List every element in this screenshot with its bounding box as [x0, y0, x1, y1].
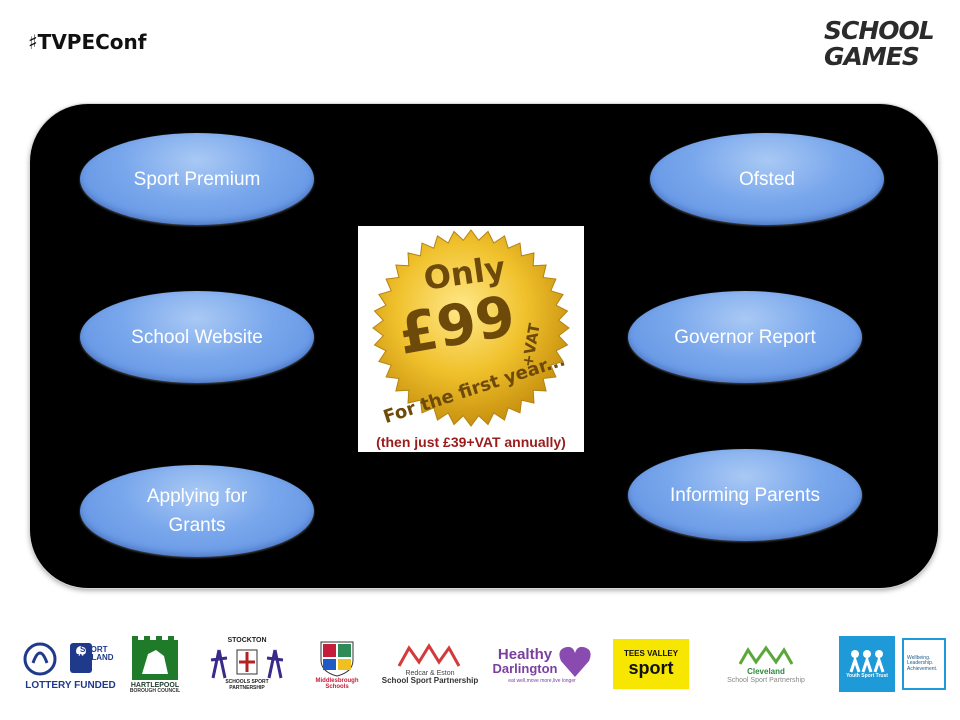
leadership-text: Leadership. — [907, 660, 934, 667]
achievement-text: Achievement. — [907, 665, 938, 672]
redcar-eston-logo: Redcar & Eston School Sport Partnership — [378, 628, 482, 700]
darlington-text: Darlington — [492, 661, 558, 677]
ofsted-label: Ofsted — [739, 168, 795, 190]
lottery-funded-text: LOTTERY FUNDED — [25, 679, 116, 691]
school-games-logo: SCHOOL GAMES — [824, 18, 946, 74]
sport-text: SPORT — [80, 645, 108, 654]
logo-line-school: SCHOOL — [824, 16, 935, 45]
tees-valley-sport-logo: TEES VALLEY sport — [612, 628, 690, 700]
schools-sport-text: SCHOOLS SPORT — [225, 679, 269, 686]
promo-annual-text: (then just £39+VAT annually) — [376, 434, 566, 450]
stockton-logo: STOCKTON SCHOOLS SPORT PARTNERSHIP — [204, 628, 290, 700]
governor-report-button[interactable]: Governor Report — [628, 291, 862, 383]
price-promo-image: Only £99 +VAT For the first year... (the… — [358, 226, 584, 452]
cleveland-figures-icon — [738, 645, 794, 665]
england-text: ENGLAND — [74, 653, 114, 663]
applying-for-grants-button[interactable]: Applying for Grants — [80, 465, 314, 557]
healthy-darlington-logo: Healthy Darlington eat well,move more,li… — [492, 628, 591, 700]
logo-line-games: GAMES — [824, 42, 920, 71]
school-website-label: School Website — [131, 326, 263, 348]
governor-report-label: Governor Report — [674, 326, 816, 348]
youth-sport-trust-logo: Youth Sport Trust — [838, 628, 896, 700]
middlesbrough-shield-icon — [320, 641, 354, 677]
hartlepool-crest-icon — [132, 635, 178, 680]
informing-parents-button[interactable]: Informing Parents — [628, 449, 862, 541]
healthy-tagline-text: eat well,move more,live longer — [508, 678, 576, 685]
cleveland-partnership-text: School Sport Partnership — [727, 676, 805, 684]
cleveland-logo: Cleveland School Sport Partnership — [710, 628, 822, 700]
gold-seal-icon: Only £99 +VAT For the first year... — [372, 229, 570, 428]
redcar-partnership-text: School Sport Partnership — [381, 676, 479, 686]
stockton-text: STOCKTON — [227, 637, 267, 645]
heart-icon — [558, 647, 591, 678]
yst-text: Youth Sport Trust — [846, 673, 888, 680]
lottery-crossed-fingers-icon — [23, 642, 92, 676]
stockton-figures-icon — [210, 649, 284, 679]
hartlepool-logo: HARTLEPOOL BOROUGH COUNCIL — [126, 628, 184, 700]
school-website-button[interactable]: School Website — [80, 291, 314, 383]
tees-valley-text: TEES VALLEY — [623, 649, 679, 659]
sport-premium-button[interactable]: Sport Premium — [80, 133, 314, 225]
middlesbrough-text: Middlesbrough — [315, 677, 359, 684]
middlesbrough-logo: Middlesbrough Schools — [308, 628, 366, 700]
borough-council-text: BOROUGH COUNCIL — [129, 688, 181, 695]
healthy-text: Healthy — [497, 645, 553, 663]
partner-logos-strip: SPORT ENGLAND LOTTERY FUNDED HARTLEPOOL … — [0, 628, 960, 708]
yst-figures-icon — [849, 650, 885, 673]
wellbeing-logo: Wellbeing. Leadership. Achievement. — [902, 628, 952, 700]
redcar-figures-icon — [397, 643, 461, 667]
redcar-eston-text: Redcar & Eston — [405, 670, 455, 678]
partnership-text: PARTNERSHIP — [229, 684, 265, 691]
sport-premium-label: Sport Premium — [133, 168, 261, 190]
applying-for-grants-label: Applying for Grants — [146, 486, 248, 536]
wellbeing-text: Wellbeing. — [907, 655, 931, 662]
lottery-sport-england-logo: SPORT ENGLAND LOTTERY FUNDED — [18, 628, 123, 700]
hashtag-title: ♯TVPEConf — [28, 30, 147, 54]
hartlepool-text: HARTLEPOOL — [130, 681, 180, 689]
middlesbrough-schools-text: Schools — [325, 684, 349, 690]
tees-sport-text: sport — [628, 657, 674, 678]
cleveland-text: Cleveland — [747, 667, 785, 677]
ofsted-button[interactable]: Ofsted — [650, 133, 884, 225]
informing-parents-label: Informing Parents — [670, 484, 820, 506]
